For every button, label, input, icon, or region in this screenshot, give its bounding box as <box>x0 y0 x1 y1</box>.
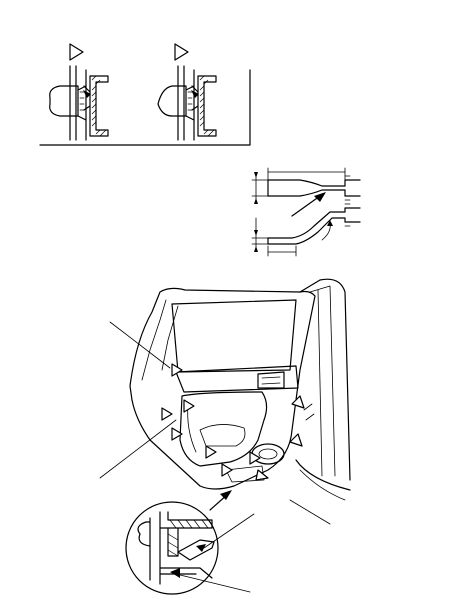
window-frame <box>171 299 297 373</box>
inner-panel <box>179 391 268 467</box>
clip-marker <box>171 363 183 377</box>
tool-top-view <box>267 179 361 187</box>
clip-marker <box>205 445 217 459</box>
clip-marker <box>249 451 261 465</box>
clip-marker <box>171 427 183 441</box>
body-pillar <box>299 278 351 481</box>
clip-marker <box>291 395 305 409</box>
leader-line-lower <box>99 419 177 479</box>
tool-side-view <box>267 207 361 239</box>
speaker-grille <box>251 443 285 465</box>
clip-marker <box>255 469 269 481</box>
clip-illustration-right <box>157 65 217 141</box>
clip-marker <box>183 399 195 413</box>
armrest-trim <box>175 365 299 393</box>
clip-callout-zoom <box>125 501 255 595</box>
clip-marker <box>221 463 233 477</box>
removal-tool-panel <box>251 167 361 257</box>
leader-line-upper <box>109 321 171 369</box>
leader-line-zoom-upper <box>203 513 255 549</box>
clip-marker <box>289 433 303 447</box>
zoom-circle <box>125 501 219 595</box>
detail-frame <box>39 69 251 146</box>
clip-marker-triangle-right <box>174 43 189 61</box>
clip-detail-panel <box>39 43 251 146</box>
leader-line-zoom-lower <box>175 573 251 593</box>
clip-marker <box>161 407 173 421</box>
clip-marker-triangle-left <box>69 43 84 61</box>
door-handle <box>257 371 285 389</box>
rear-door-illustration <box>99 278 351 525</box>
clip-illustration-left <box>49 65 109 141</box>
